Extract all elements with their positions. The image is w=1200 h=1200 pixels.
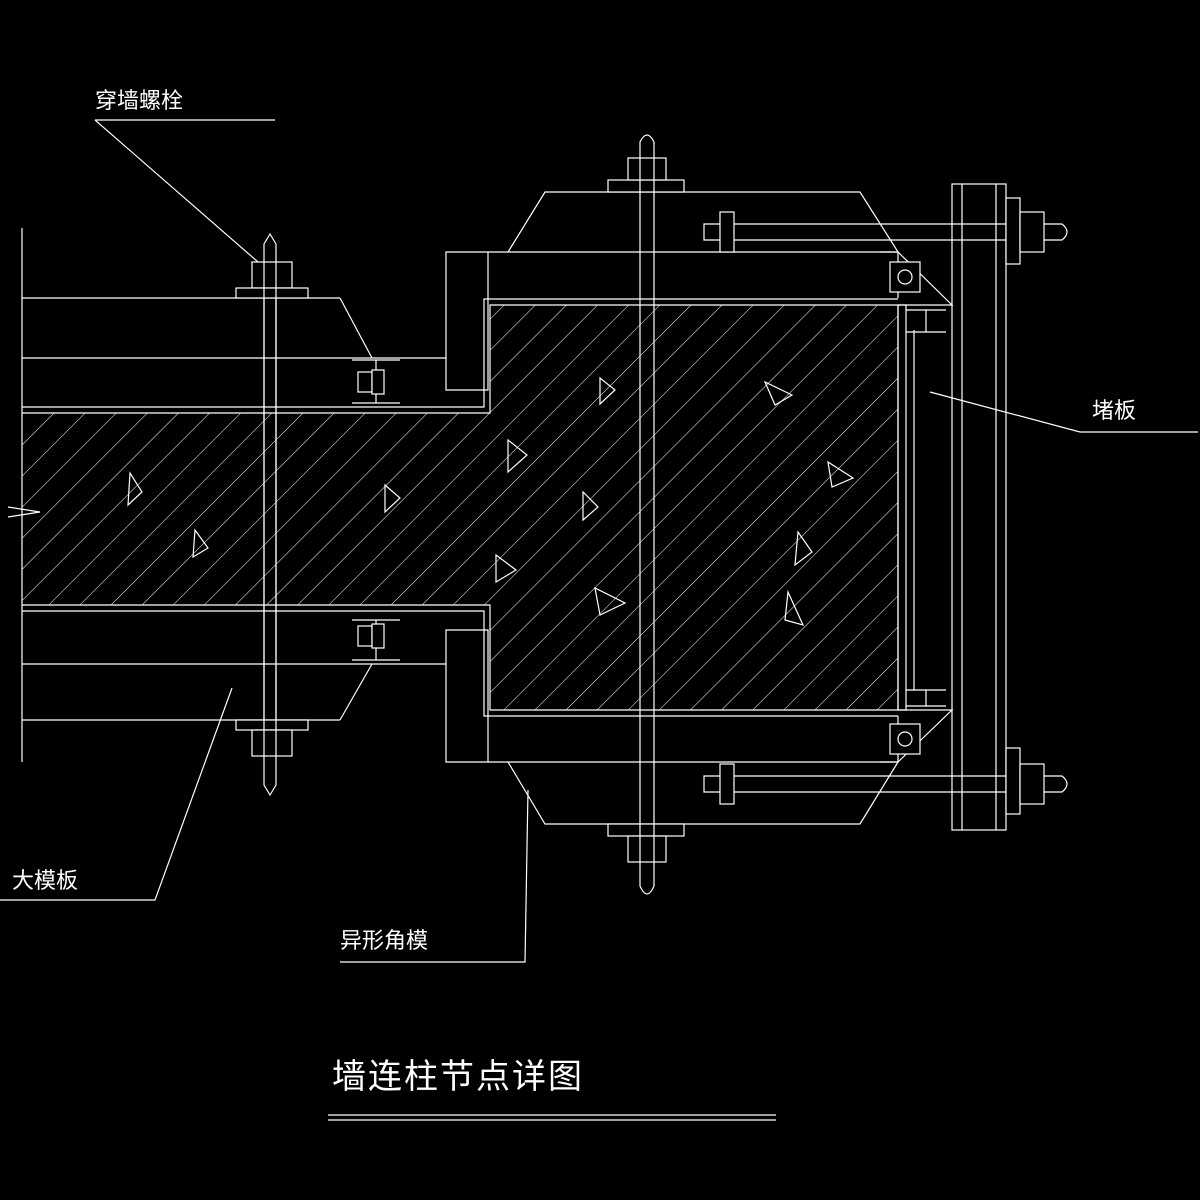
label-end-plate: 堵板 [1092,399,1136,424]
label-special-corner-form: 异形角模 [340,929,428,954]
label-through-wall-bolt: 穿墙螺栓 [95,89,183,114]
label-large-formwork: 大模板 [12,869,78,894]
column-side-blocks [339,191,899,825]
center-through-bolt [607,134,685,895]
drawing-title: 墙连柱节点详图 [332,1057,584,1097]
left-clamps [352,359,400,661]
end-plate-assembly [703,183,1068,831]
leader-lines [0,119,1198,963]
aggregate-marks [127,376,855,626]
left-through-wall-bolt [235,232,309,797]
